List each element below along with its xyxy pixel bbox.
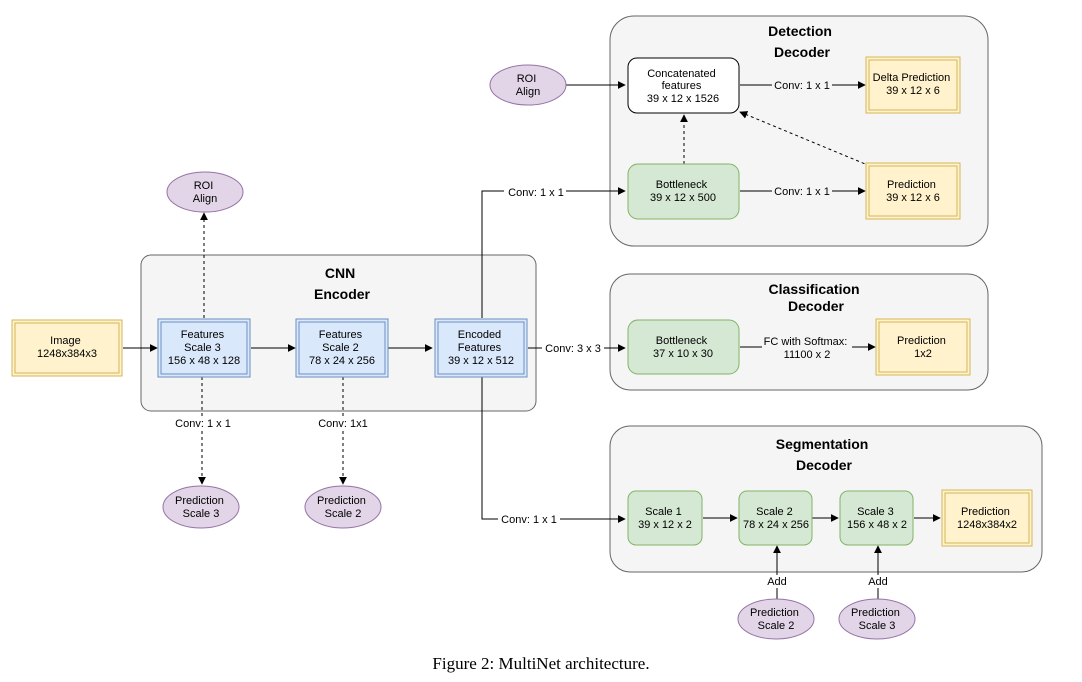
svg-text:Scale 2 78 x 24 x 256: Scale 2 78 x 24 x 256 (743, 506, 809, 531)
edge-label-conv-det: Conv: 1 x 1 (508, 187, 564, 199)
segmentation-decoder-title: Segmentation Decoder (776, 436, 872, 473)
classification-decoder-title: Classification Decoder (769, 281, 864, 314)
prediction-scale2-output-node: Prediction Scale 2 (304, 485, 382, 529)
svg-text:Scale 3 156 x 48 x 2: Scale 3 156 x 48 x 2 (847, 506, 907, 531)
edge-label-fc: FC with Softmax: 11100 x 2 (764, 336, 851, 361)
svg-text:Prediction 1x2: Prediction 1x2 (897, 335, 949, 360)
detection-prediction-node: Prediction 39 x 12 x 6 (865, 162, 961, 220)
svg-text:Prediction 39 x 12 x 6: Prediction 39 x 12 x 6 (886, 179, 940, 204)
svg-text:Image 1248x384x3: Image 1248x384x3 (37, 335, 97, 360)
classification-bottleneck-node: Bottleneck 37 x 10 x 30 (627, 319, 740, 375)
svg-text:Prediction 1248x384x2: Prediction 1248x384x2 (957, 506, 1017, 531)
edge-label-conv-cls: Conv: 3 x 3 (545, 343, 601, 355)
cnn-encoder-title: CNN Encoder (314, 265, 371, 302)
svg-text:Prediction Scale 3: Prediction Scale 3 (175, 495, 227, 520)
multinet-diagram: Detection Decoder CNN Encoder Classifica… (11, 15, 1043, 640)
detection-bottleneck-node: Bottleneck 39 x 12 x 500 (627, 163, 740, 220)
segmentation-scale2-node: Scale 2 78 x 24 x 256 (738, 490, 813, 546)
concatenated-features-node: Concatenated features 39 x 12 x 1526 (627, 57, 740, 114)
segmentation-scale1-node: Scale 1 39 x 12 x 2 (627, 490, 703, 546)
edge-encoded-det-bottleneck (481, 187, 626, 318)
edge-label-conv-concat-delta: Conv: 1 x 1 (774, 80, 830, 92)
roi-align-detection-node: ROI Align (489, 64, 567, 106)
svg-text:Bottleneck 37 x 10 x 30: Bottleneck 37 x 10 x 30 (653, 335, 713, 360)
prediction-scale3-output-node: Prediction Scale 3 (162, 485, 240, 529)
roi-align-encoder-node: ROI Align (166, 171, 244, 213)
edge-label-add-1: Add (767, 576, 787, 588)
svg-text:Bottleneck 39 x 12 x 500: Bottleneck 39 x 12 x 500 (650, 179, 716, 204)
segmentation-decoder-group (609, 425, 1043, 573)
svg-text:Prediction Scale 2: Prediction Scale 2 (317, 495, 369, 520)
edge-label-conv-f2: Conv: 1x1 (318, 418, 368, 430)
svg-text:Features Scale 2 7: Features Scale 2 78 x 24 x 256 (309, 329, 375, 367)
delta-prediction-node: Delta Prediction 39 x 12 x 6 (865, 56, 961, 114)
features-scale3-node: Features Scale 3 156 x 48 x 128 (157, 318, 251, 378)
svg-text:Features Scale 3 1: Features Scale 3 156 x 48 x 128 (168, 329, 240, 367)
classification-prediction-node: Prediction 1x2 (875, 318, 971, 376)
prediction-scale3-add-node: Prediction Scale 3 (838, 598, 916, 640)
figure-caption: Figure 2: MultiNet architecture. (432, 654, 650, 673)
svg-text:ROI Align: ROI Align (516, 73, 540, 98)
encoded-features-node: Encoded Features 39 x 12 x 512 (434, 318, 528, 378)
prediction-scale2-add-node: Prediction Scale 2 (737, 598, 815, 640)
svg-text:Prediction Scale 2: Prediction Scale 2 (750, 607, 802, 632)
edge-label-add-2: Add (868, 576, 888, 588)
detection-decoder-title: Detection Decoder (768, 23, 836, 60)
edge-label-conv-bn-pred: Conv: 1 x 1 (774, 186, 830, 198)
svg-text:Scale 1 39 x 12 x 2: Scale 1 39 x 12 x 2 (638, 506, 692, 531)
edge-label-conv-f3: Conv: 1 x 1 (175, 418, 231, 430)
svg-text:Encoded Features 3: Encoded Features 39 x 12 x 512 (448, 329, 514, 367)
segmentation-prediction-node: Prediction 1248x384x2 (941, 489, 1033, 547)
edge-encoded-seg (481, 377, 626, 523)
svg-text:Prediction Scale 3: Prediction Scale 3 (851, 607, 903, 632)
image-node: Image 1248x384x3 (11, 319, 123, 377)
svg-text:ROI Align: ROI Align (193, 180, 217, 205)
features-scale2-node: Features Scale 2 78 x 24 x 256 (295, 318, 389, 378)
edge-label-conv-seg: Conv: 1 x 1 (501, 514, 557, 526)
segmentation-scale3-node: Scale 3 156 x 48 x 2 (839, 490, 914, 546)
svg-text:Delta Prediction 39 x 12: Delta Prediction 39 x 12 x 6 (873, 72, 954, 97)
svg-text:Concatenated features: Concatenated features 39 x 12 x 1526 (647, 68, 719, 105)
